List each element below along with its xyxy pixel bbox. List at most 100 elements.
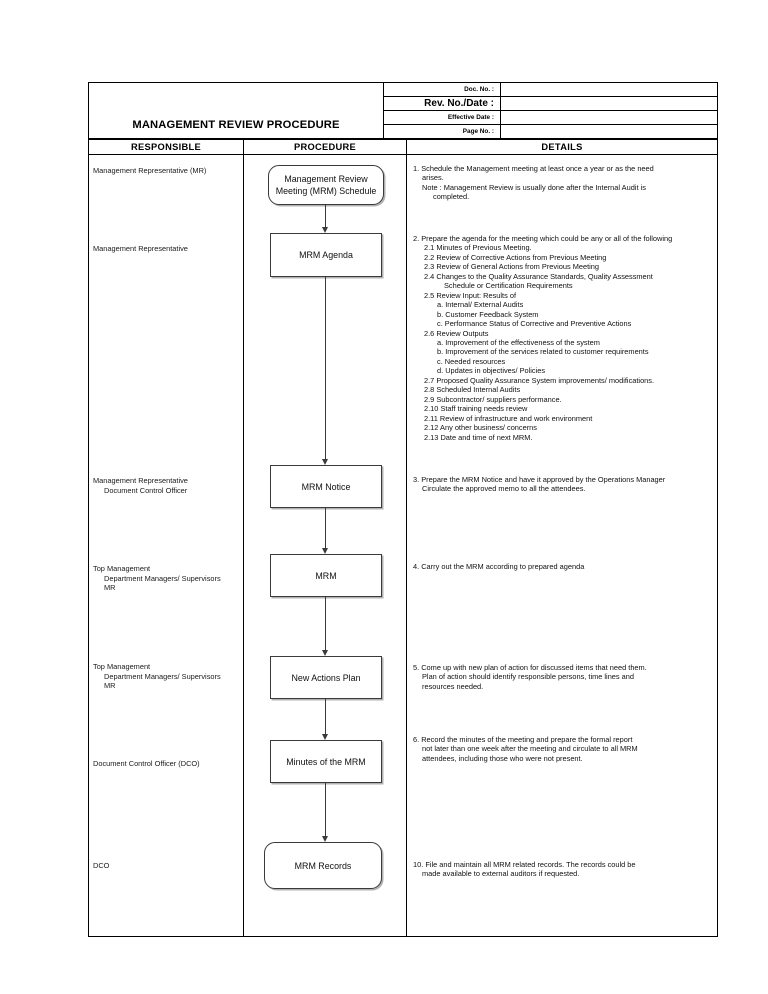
responsible-item-3-line-1: Management Representative	[93, 476, 188, 485]
responsible-item-5-line-1: Top Management	[93, 662, 151, 671]
details-item-2-line-21: 2.12 Any other business/ concerns	[424, 423, 537, 433]
flow-node-records-label: MRM Records	[294, 860, 352, 871]
details-item-3-line-1: 3. Prepare the MRM Notice and have it ap…	[413, 475, 666, 484]
responsible-item-3: Management Representative Document Contr…	[93, 476, 241, 495]
connector-mrm-to-actions	[325, 597, 327, 653]
flow-node-actions-plan[interactable]: New Actions Plan	[270, 656, 382, 699]
details-item-5-line-2: Plan of action should identify responsib…	[422, 672, 634, 682]
meta-label-rev-no-date: Rev. No./Date :	[384, 97, 501, 110]
details-item-2-line-20: 2.11 Review of infrastructure and work e…	[424, 413, 593, 423]
details-item-2-line-14: c. Needed resources	[437, 356, 506, 366]
details-item-2-line-9: b. Customer Feedback System	[437, 309, 539, 319]
responsible-item-4-line-1: Top Management	[93, 564, 151, 573]
details-item-2-line-4: 2.3 Review of General Actions from Previ…	[424, 262, 599, 272]
meta-value-doc-no[interactable]	[501, 83, 717, 96]
column-header-details: DETAILS	[541, 142, 583, 152]
responsible-item-6: Document Control Officer (DCO)	[93, 759, 241, 769]
details-item-2-line-17: 2.8 Scheduled Internal Audits	[424, 385, 521, 395]
connector-actions-to-minutes	[325, 699, 327, 737]
connector-notice-to-mrm	[325, 508, 327, 551]
meta-value-effective-date[interactable]	[501, 111, 717, 124]
details-item-1-line-4: completed.	[433, 192, 470, 202]
responsible-item-1: Management Representative (MR)	[93, 166, 241, 176]
meta-row-doc-no: Doc. No. :	[384, 83, 717, 97]
responsible-item-5: Top Management Department Managers/ Supe…	[93, 662, 241, 691]
flow-node-notice-label: MRM Notice	[301, 481, 351, 492]
responsible-item-5-line-3: MR	[104, 681, 116, 691]
details-item-3: 3. Prepare the MRM Notice and have it ap…	[413, 475, 717, 494]
column-header-responsible: RESPONSIBLE	[89, 140, 244, 154]
column-header-procedure: PROCEDURE	[244, 140, 407, 154]
responsible-item-3-line-2: Document Control Officer	[104, 485, 188, 495]
column-header-row: RESPONSIBLE PROCEDURE DETAILS	[89, 140, 717, 155]
details-item-2-line-3: 2.2 Review of Corrective Actions from Pr…	[424, 252, 607, 262]
responsible-item-4-line-3: MR	[104, 583, 116, 593]
arrowhead-mrm	[322, 548, 328, 554]
details-item-5-line-1: 5. Come up with new plan of action for d…	[413, 663, 647, 672]
flow-node-agenda[interactable]: MRM Agenda	[270, 233, 382, 277]
flow-node-minutes[interactable]: Minutes of the MRM	[270, 740, 382, 783]
document-title-cell: MANAGEMENT REVIEW PROCEDURE	[89, 83, 384, 138]
arrowhead-records	[322, 836, 328, 842]
meta-label-page-no: Page No. :	[384, 125, 501, 138]
arrowhead-actions	[322, 650, 328, 656]
details-item-6-line-3: attendees, including those who were not …	[422, 753, 583, 763]
flow-node-agenda-label: MRM Agenda	[299, 250, 353, 260]
responsible-item-6-line-1: Document Control Officer (DCO)	[93, 759, 200, 768]
responsible-item-2-line-1: Management Representative	[93, 244, 188, 253]
meta-row-rev-no-date: Rev. No./Date :	[384, 97, 717, 111]
details-item-2-line-15: d. Updates in objectives/ Policies	[437, 366, 546, 376]
details-item-2-line-11: 2.6 Review Outputs	[424, 328, 489, 338]
details-item-2-line-13: b. Improvement of the services related t…	[437, 347, 649, 357]
details-item-2-line-18: 2.9 Subcontractor/ suppliers performance…	[424, 394, 562, 404]
details-item-1-line-1: 1. Schedule the Management meeting at le…	[413, 164, 654, 173]
arrowhead-minutes	[322, 734, 328, 740]
details-item-2-line-8: a. Internal/ External Audits	[437, 300, 524, 310]
details-item-2-line-7: 2.5 Review Input: Results of	[424, 290, 517, 300]
document-body: Management Representative (MR) Managemen…	[89, 155, 717, 936]
details-item-2-line-19: 2.10 Staff training needs review	[424, 404, 528, 414]
details-item-2-line-6: Schedule or Certification Requirements	[444, 281, 573, 291]
details-item-2-line-16: 2.7 Proposed Quality Assurance System im…	[424, 375, 655, 385]
details-item-2: 2. Prepare the agenda for the meeting wh…	[413, 234, 717, 442]
details-item-7-line-2: made available to external auditors if r…	[422, 869, 580, 879]
responsible-column: Management Representative (MR) Managemen…	[89, 155, 244, 936]
flow-node-records[interactable]: MRM Records	[264, 842, 382, 889]
responsible-item-4-line-2: Department Managers/ Supervisors	[104, 573, 221, 583]
arrowhead-agenda	[322, 227, 328, 233]
details-item-5: 5. Come up with new plan of action for d…	[413, 663, 717, 691]
details-item-1: 1. Schedule the Management meeting at le…	[413, 164, 717, 202]
details-item-6: 6. Record the minutes of the meeting and…	[413, 735, 717, 763]
responsible-item-7: DCO	[93, 861, 241, 871]
details-item-7-line-1: 10. File and maintain all MRM related re…	[413, 860, 636, 869]
meta-row-effective-date: Effective Date :	[384, 111, 717, 125]
details-item-2-line-22: 2.13 Date and time of next MRM.	[424, 432, 533, 442]
responsible-item-1-line-1: Management Representative (MR)	[93, 166, 207, 175]
responsible-item-5-line-2: Department Managers/ Supervisors	[104, 671, 221, 681]
details-item-6-line-1: 6. Record the minutes of the meeting and…	[413, 735, 633, 744]
flow-node-actions-plan-label: New Actions Plan	[291, 672, 361, 683]
details-item-3-line-2: Circulate the approved memo to all the a…	[422, 484, 586, 494]
details-column: 1. Schedule the Management meeting at le…	[407, 155, 717, 936]
meta-value-rev-no-date[interactable]	[501, 97, 717, 110]
flow-node-notice[interactable]: MRM Notice	[270, 465, 382, 508]
responsible-item-7-line-1: DCO	[93, 861, 110, 870]
meta-label-doc-no: Doc. No. :	[384, 83, 501, 96]
responsible-item-4: Top Management Department Managers/ Supe…	[93, 564, 241, 593]
meta-value-page-no[interactable]	[501, 125, 717, 138]
document-meta-table: Doc. No. : Rev. No./Date : Effective Dat…	[384, 83, 717, 138]
arrowhead-notice	[322, 459, 328, 465]
flow-node-mrm[interactable]: MRM	[270, 554, 382, 597]
connector-schedule-to-agenda	[325, 205, 327, 230]
flow-node-minutes-label: Minutes of the MRM	[286, 756, 366, 767]
details-item-4-line-1: 4. Carry out the MRM according to prepar…	[413, 562, 585, 571]
details-item-2-line-2: 2.1 Minutes of Previous Meeting.	[424, 243, 532, 253]
details-item-2-line-5: 2.4 Changes to the Quality Assurance Sta…	[424, 271, 653, 281]
details-item-2-line-10: c. Performance Status of Corrective and …	[437, 319, 632, 329]
meta-label-effective-date: Effective Date :	[384, 111, 501, 124]
